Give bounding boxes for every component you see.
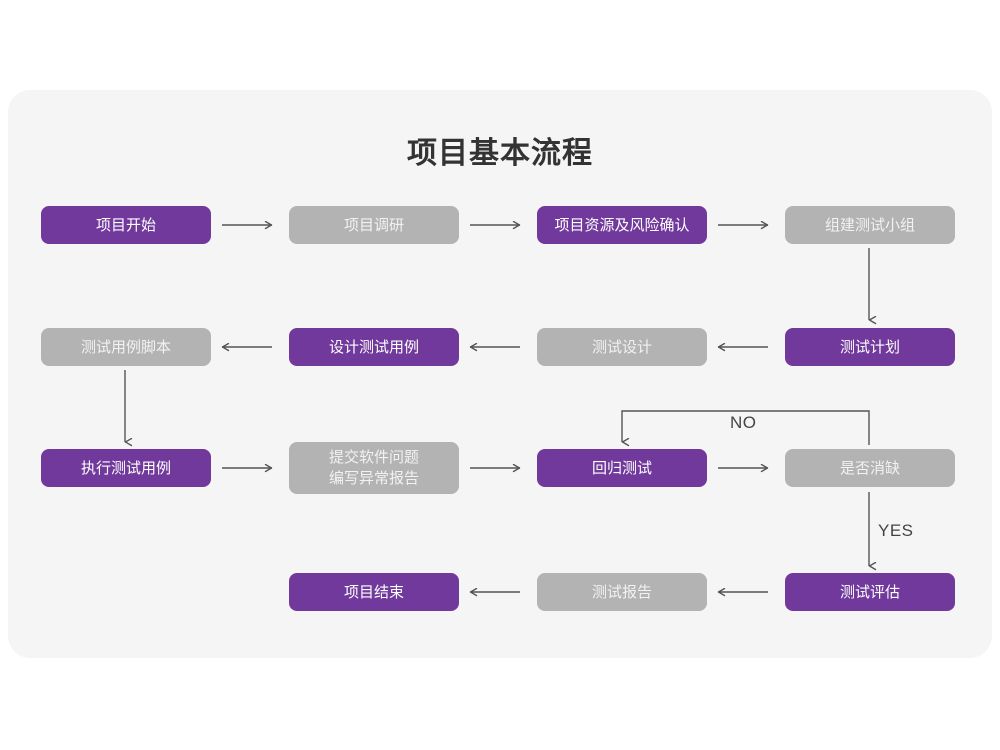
node-label: 测试报告 — [591, 583, 652, 601]
node-label: 测试用例脚本 — [80, 338, 171, 356]
node-label: 项目调研 — [343, 216, 404, 234]
branch-label-yes: YES — [878, 521, 914, 540]
node-regression-test[interactable]: 回归测试 — [537, 449, 707, 487]
node-label: 项目结束 — [343, 583, 404, 601]
node-execute-testcase[interactable]: 执行测试用例 — [41, 449, 211, 487]
node-label: 是否消缺 — [839, 459, 900, 477]
node-testcase-script[interactable]: 测试用例脚本 — [41, 328, 211, 366]
node-project-research[interactable]: 项目调研 — [289, 206, 459, 244]
node-label: 测试计划 — [839, 338, 900, 356]
node-label: 测试设计 — [591, 338, 652, 356]
page-title: 项目基本流程 — [407, 137, 593, 170]
node-label: 设计测试用例 — [328, 338, 419, 356]
node-label: 测试评估 — [839, 583, 900, 601]
node-label: 项目资源及风险确认 — [554, 216, 690, 234]
node-label: 组建测试小组 — [824, 216, 915, 234]
branch-label-no: NO — [730, 413, 757, 432]
node-test-evaluation[interactable]: 测试评估 — [785, 573, 955, 611]
node-test-design[interactable]: 测试设计 — [537, 328, 707, 366]
node-test-report[interactable]: 测试报告 — [537, 573, 707, 611]
node-label: 项目开始 — [95, 216, 156, 234]
node-project-start[interactable]: 项目开始 — [41, 206, 211, 244]
node-label: 提交软件问题编写异常报告 — [328, 449, 419, 487]
node-project-end[interactable]: 项目结束 — [289, 573, 459, 611]
node-submit-issue-report[interactable]: 提交软件问题编写异常报告 — [289, 442, 459, 494]
node-test-plan[interactable]: 测试计划 — [785, 328, 955, 366]
node-defect-resolved[interactable]: 是否消缺 — [785, 449, 955, 487]
node-label: 回归测试 — [591, 459, 652, 477]
node-form-test-team[interactable]: 组建测试小组 — [785, 206, 955, 244]
diagram-card — [8, 90, 992, 658]
node-resource-risk-confirm[interactable]: 项目资源及风险确认 — [537, 206, 707, 244]
node-design-testcase[interactable]: 设计测试用例 — [289, 328, 459, 366]
node-label: 执行测试用例 — [80, 459, 171, 477]
